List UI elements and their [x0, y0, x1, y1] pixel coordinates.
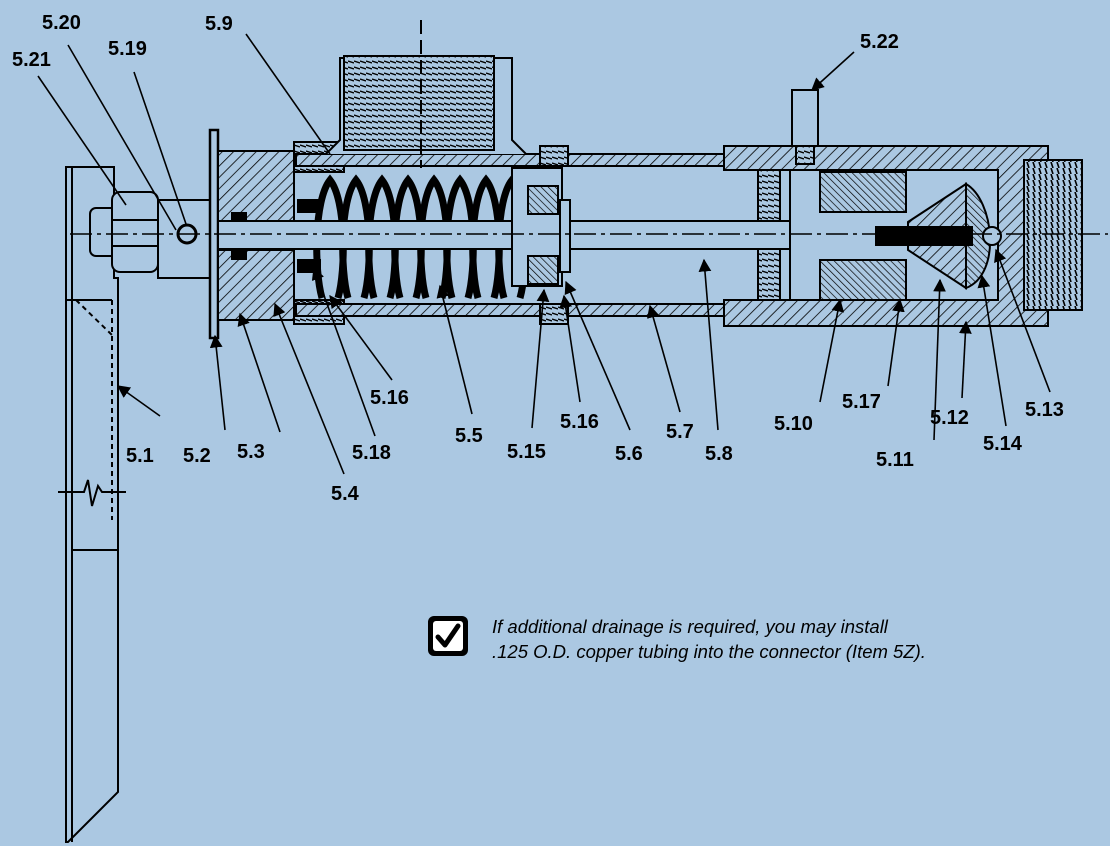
- callout-5-17: 5.17: [842, 391, 881, 413]
- note-text: If additional drainage is required, you …: [492, 614, 926, 664]
- note-line-1: If additional drainage is required, you …: [492, 616, 888, 637]
- callout-5-12: 5.12: [930, 407, 969, 429]
- callout-5-4: 5.4: [331, 483, 360, 505]
- callout-5-1: 5.1: [126, 445, 154, 467]
- packing-bushing: [511, 167, 571, 287]
- lever-handle: [58, 166, 126, 843]
- callout-5-5: 5.5: [455, 425, 483, 447]
- valve-disc: [875, 182, 1002, 290]
- callout-5-9: 5.9: [205, 13, 233, 35]
- callout-5-7: 5.7: [666, 421, 694, 443]
- callout-5-18: 5.18: [352, 442, 391, 464]
- callout-5-16: 5.16: [370, 387, 409, 409]
- callout-5-3: 5.3: [237, 441, 265, 463]
- drainage-note: If additional drainage is required, you …: [426, 614, 926, 664]
- callout-5-14: 5.14: [983, 433, 1023, 455]
- drain-connector: [791, 89, 819, 165]
- handle-nut-and-clevis: [89, 191, 211, 279]
- callout-5-13: 5.13: [1025, 399, 1064, 421]
- top-port: [325, 20, 527, 168]
- callout-5-19: 5.19: [108, 38, 147, 60]
- callout-5-2: 5.2: [183, 445, 211, 467]
- callout-5-21: 5.21: [12, 49, 51, 71]
- callout-5-8: 5.8: [705, 443, 733, 465]
- callout-labels: 5.1 5.2 5.3 5.4 5.5 5.6 5.7 5.8 5.9 5.10…: [12, 12, 1064, 505]
- callout-5-20: 5.20: [42, 12, 81, 34]
- checkmark-box-icon: [428, 616, 468, 656]
- callout-5-15: 5.15: [507, 441, 546, 463]
- callout-5-6: 5.6: [615, 443, 643, 465]
- callout-5-16: 5.16: [560, 411, 599, 433]
- callout-5-11: 5.11: [876, 449, 914, 471]
- note-line-2: .125 O.D. copper tubing into the connect…: [492, 641, 926, 662]
- leader-lines: [37, 33, 1051, 475]
- callout-5-22: 5.22: [860, 31, 899, 53]
- callout-5-10: 5.10: [774, 413, 813, 435]
